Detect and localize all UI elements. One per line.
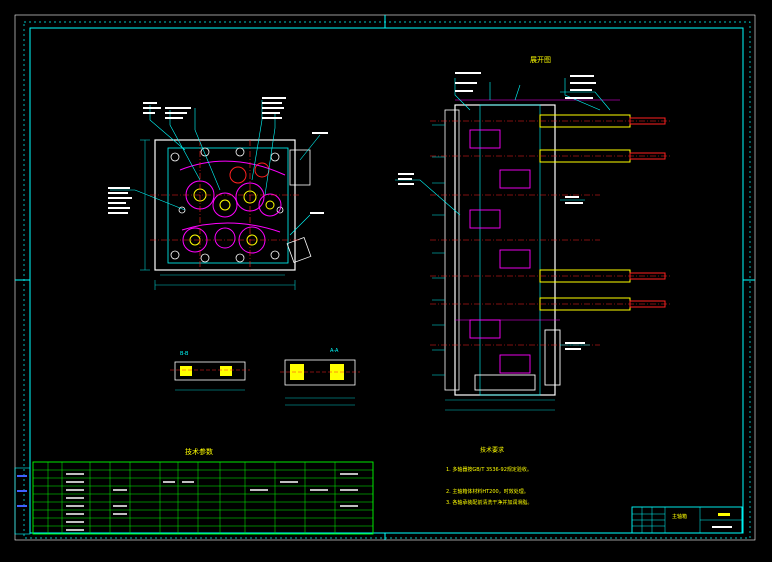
tech-note-1: 1. 多轴器按GB/T 3536-92规定验收。 bbox=[446, 466, 532, 473]
tech-note-2: 2. 主轴箱体材料HT200，时效处理。 bbox=[446, 488, 529, 495]
tech-notes: 技术要求 1. 多轴器按GB/T 3536-92规定验收。 2. 主轴箱体材料H… bbox=[446, 446, 532, 506]
housing-outline bbox=[154, 139, 296, 271]
section-aa-detail: A-A bbox=[280, 348, 360, 406]
side-centerlines bbox=[430, 120, 670, 346]
tech-params-title: 技术参数 bbox=[185, 447, 213, 456]
side-view-title: 展开图 bbox=[530, 56, 551, 64]
tech-params: 技术参数 bbox=[14, 447, 374, 535]
bolt-holes bbox=[170, 147, 284, 263]
side-view: 展开图 bbox=[395, 56, 670, 411]
internal-gears bbox=[469, 129, 561, 391]
housing-boss bbox=[286, 237, 312, 263]
section-bb-label: B-B bbox=[180, 351, 189, 357]
tech-note-3: 3. 各轴承装配前清洗干净并加润滑脂。 bbox=[446, 499, 532, 506]
side-callout-labels bbox=[398, 72, 596, 350]
magenta-guides bbox=[455, 99, 620, 321]
dimension-lines bbox=[140, 139, 296, 290]
housing-inner bbox=[167, 147, 289, 264]
plan-view bbox=[108, 97, 328, 290]
centerlines bbox=[150, 140, 300, 270]
callout-labels bbox=[108, 97, 328, 214]
housing-flange bbox=[289, 149, 311, 186]
title-block-name: 主轴箱 bbox=[672, 513, 687, 520]
section-bb-detail: B-B bbox=[170, 351, 250, 391]
side-dimension-ticks bbox=[432, 124, 555, 411]
title-block: 主轴箱 bbox=[631, 506, 743, 534]
table-cell-text bbox=[66, 473, 358, 531]
frame-zone-marks bbox=[15, 15, 755, 540]
section-aa-label: A-A bbox=[330, 348, 339, 354]
tech-notes-title: 技术要求 bbox=[480, 446, 504, 454]
